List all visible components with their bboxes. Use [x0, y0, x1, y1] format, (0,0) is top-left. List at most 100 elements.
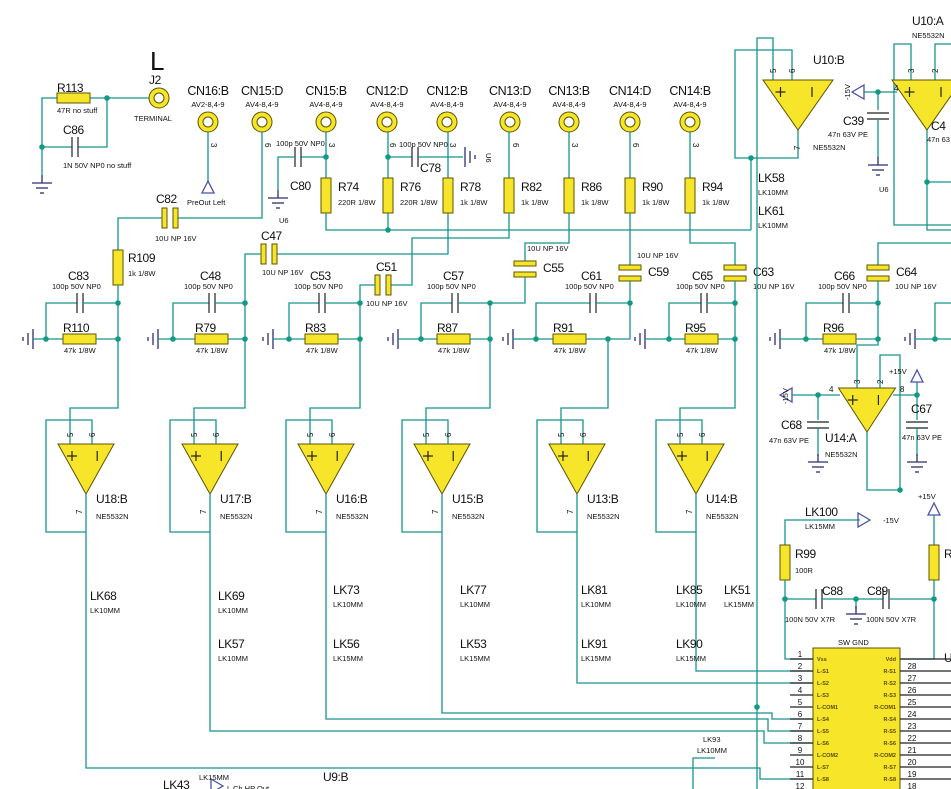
- chip-pin-number: 7: [798, 722, 803, 731]
- chip-pin-number: 9: [798, 746, 803, 755]
- capacitor-plate: [618, 264, 642, 271]
- resistor-body: [194, 333, 229, 345]
- chip-pin-label: L-S8: [817, 777, 829, 783]
- resistor-ref: R76: [400, 180, 422, 194]
- resistor-body: [563, 177, 575, 214]
- wire: [228, 303, 246, 340]
- wire: [470, 303, 491, 340]
- wire: [934, 43, 951, 80]
- chip-pin-label: L-S5: [817, 729, 829, 735]
- opamp-pin-number: 5: [769, 68, 778, 73]
- wire: [209, 494, 813, 744]
- chip-pin-number: 11: [796, 770, 805, 779]
- opamp-body: [297, 443, 355, 496]
- capacitor-plate: [374, 274, 381, 296]
- junction-dot: [39, 144, 45, 150]
- connector-pin-number: 6: [388, 143, 397, 148]
- wire: [391, 213, 510, 286]
- opamp-symbol: [762, 79, 834, 131]
- ground-icon: [268, 190, 288, 209]
- wire: [96, 303, 119, 340]
- capacitor-plate: [260, 243, 267, 265]
- power-label-neg: -15V: [781, 388, 790, 404]
- capacitor-ref: C80: [290, 179, 312, 193]
- resistor-value: 47R no stuff: [57, 106, 98, 115]
- resistor-body: [684, 177, 696, 214]
- wire: [524, 213, 570, 261]
- capacitor-ref: C47: [261, 229, 283, 243]
- resistor-value: 47k 1/8W: [686, 346, 719, 355]
- capacitor-value: 10U NP 16V: [753, 282, 795, 291]
- resistor-value: 220R 1/8W: [338, 198, 376, 207]
- ground-icon: [464, 147, 476, 167]
- opamp-part: NE5532N: [220, 512, 253, 521]
- power-arrow-icon: [857, 511, 872, 529]
- opamp-pin-number: 6: [444, 432, 453, 437]
- capacitor-ref: C48: [200, 269, 222, 283]
- capacitor-value: 100p 50V NP0: [818, 282, 867, 291]
- power-arrow-icon: [200, 179, 216, 194]
- wire: [117, 217, 162, 250]
- opamp-body: [413, 443, 471, 496]
- capacitor-ref: C82: [156, 192, 178, 206]
- chip-pin-label: L-S1: [817, 669, 829, 675]
- opamp-pin-number: 7: [566, 509, 575, 514]
- wire: [560, 339, 609, 444]
- capacitor-value: 10U NP 16V: [895, 282, 937, 291]
- link-value: LK15MM: [581, 654, 611, 663]
- chip-pin-number: 2: [798, 662, 803, 671]
- switch-title: SW GND: [838, 638, 869, 647]
- opamp-body: [548, 443, 606, 496]
- wire: [893, 43, 951, 226]
- resistor-ref: R110: [63, 321, 90, 335]
- resistor-ref: R94: [702, 180, 724, 194]
- resistor-ref: R82: [521, 180, 543, 194]
- opamp-ref: U13:B: [587, 492, 619, 506]
- chip-pin-number: 20: [908, 758, 917, 767]
- switch-chip-body: [812, 647, 901, 789]
- wire: [401, 419, 449, 533]
- wire: [490, 277, 526, 304]
- chip-pin-label: Vss: [817, 657, 827, 663]
- wire: [926, 128, 951, 231]
- resistor-body: [436, 333, 471, 345]
- capacitor-value: 100p 50V NP0: [294, 282, 343, 291]
- ground-icon: [769, 329, 781, 349]
- wire: [934, 302, 951, 339]
- resistor-value: 1k 1/8W: [642, 198, 670, 207]
- opamp-pin-number: 5: [676, 432, 685, 437]
- power-arrow-icon: [909, 368, 925, 383]
- wire: [718, 303, 736, 340]
- link-value: LK10MM: [90, 606, 120, 615]
- capacitor-value: 10U NP 16V: [527, 244, 569, 253]
- wire: [41, 97, 57, 175]
- capacitor-ref: C65: [692, 269, 714, 283]
- connector-value: AV4-8,4-9: [493, 100, 526, 109]
- capacitor-ref: C51: [376, 260, 398, 274]
- connector-value: AV4-8,4-9: [552, 100, 585, 109]
- capacitor-plate: [513, 271, 537, 278]
- resistor-value: 100R: [795, 566, 814, 575]
- resistor-ref: R79: [195, 321, 217, 335]
- capacitor-plate: [723, 275, 747, 282]
- resistor-body: [304, 333, 339, 345]
- opamp-part: NE5532N: [587, 512, 620, 521]
- chip-pin-number: 10: [796, 758, 805, 767]
- link-ref: LK43: [163, 778, 190, 789]
- capacitor-ref: C67: [911, 402, 933, 416]
- chip-pin-number: 26: [908, 686, 917, 695]
- opamp-pin-number: 2: [931, 68, 940, 73]
- link-value: LK15MM: [724, 600, 754, 609]
- capacitor-value: 100N 50V X7R: [785, 615, 836, 624]
- ground-icon: [846, 606, 866, 625]
- wire: [325, 213, 751, 231]
- connector-pin-number: 6: [263, 143, 272, 148]
- capacitor-value: 100p 50V NP0: [276, 139, 325, 148]
- wire: [535, 302, 590, 339]
- link-value: LK15MM: [460, 654, 490, 663]
- capacitor-value: 100p 50V NP0: [184, 282, 233, 291]
- wire: [78, 98, 108, 148]
- wire: [172, 302, 209, 339]
- wire: [668, 302, 701, 339]
- link-value: LK10MM: [697, 746, 727, 755]
